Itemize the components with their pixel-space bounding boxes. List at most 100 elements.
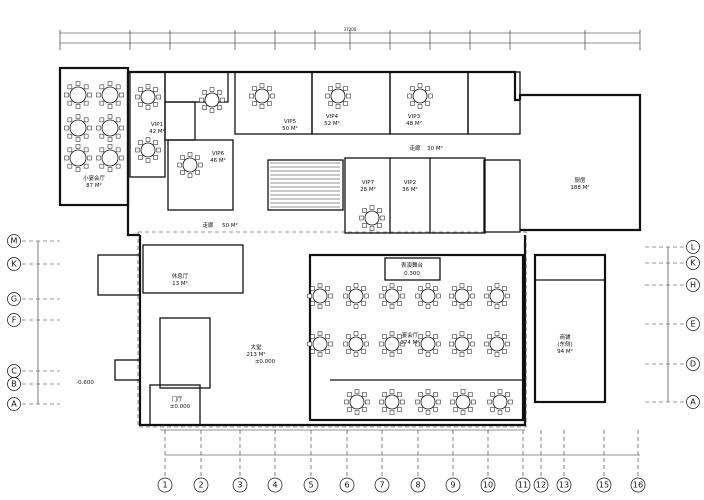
- chair: [362, 392, 367, 397]
- table-top: [69, 149, 87, 167]
- chair: [470, 341, 475, 347]
- table-top: [455, 394, 471, 410]
- chair: [343, 86, 348, 91]
- room-banquet-name: 宴会厅: [402, 331, 419, 339]
- table-top: [69, 119, 87, 137]
- chair: [354, 410, 360, 415]
- chair: [452, 334, 457, 339]
- axis-label-6: 6: [344, 481, 349, 490]
- room-vip1-name: VIP1: [151, 122, 163, 128]
- chair: [415, 399, 420, 405]
- round-table: [96, 114, 124, 142]
- chair: [96, 155, 101, 161]
- table-top: [204, 92, 220, 108]
- axis-label-B: B: [11, 380, 17, 389]
- chair: [369, 226, 375, 231]
- round-table: [135, 84, 161, 110]
- round-table: [343, 331, 369, 357]
- round-table: [325, 83, 351, 109]
- round-table: [415, 331, 441, 357]
- round-table: [379, 389, 405, 415]
- chair: [452, 286, 457, 291]
- room-vip6-name: VIP6: [212, 151, 225, 157]
- chair: [494, 304, 500, 309]
- room-corridor-upper-area: 30 M²: [427, 145, 443, 152]
- chair: [505, 407, 510, 412]
- chair: [75, 114, 81, 119]
- chair: [195, 170, 200, 175]
- round-table: [64, 114, 92, 142]
- chair: [75, 104, 81, 109]
- table-top: [140, 89, 156, 105]
- chair: [460, 389, 466, 394]
- chair: [433, 286, 438, 291]
- axis-label-7: 7: [379, 481, 384, 490]
- chair: [453, 392, 458, 397]
- chair: [425, 86, 430, 91]
- chair: [502, 286, 507, 291]
- chair: [410, 101, 415, 106]
- table-top: [420, 394, 436, 410]
- chair: [382, 392, 387, 397]
- chair: [198, 162, 203, 168]
- axis-label-8: 8: [415, 481, 420, 490]
- axis-bubble: [7, 397, 21, 411]
- axis-bubble: [515, 477, 531, 493]
- room-small-banquet-name: 小宴会厅: [83, 174, 106, 182]
- axis-bubble: [596, 477, 612, 493]
- chair: [487, 286, 492, 291]
- round-table: [343, 283, 369, 309]
- chair: [400, 293, 405, 299]
- axis-label-H: H: [690, 281, 696, 290]
- chair: [99, 84, 105, 90]
- chair: [75, 167, 81, 172]
- table-top: [101, 119, 119, 137]
- chair: [343, 293, 348, 299]
- room-stage-elevation: 0.300: [404, 271, 420, 277]
- chair: [452, 301, 457, 306]
- axis-bubble: [7, 234, 21, 248]
- round-table: [307, 283, 333, 309]
- chair: [418, 334, 423, 339]
- room-small-banquet-area: 87 M²: [86, 182, 102, 189]
- table-top: [412, 88, 428, 104]
- axis-label-15: 15: [599, 481, 609, 490]
- chair: [75, 137, 81, 142]
- chair: [328, 101, 333, 106]
- chair: [389, 283, 395, 288]
- chair: [494, 331, 500, 336]
- axis-bubble: [445, 477, 461, 493]
- chair: [347, 407, 352, 412]
- chair: [508, 399, 513, 405]
- chair: [502, 349, 507, 354]
- chair: [83, 100, 89, 106]
- chair: [497, 389, 503, 394]
- chair: [471, 399, 476, 405]
- chair: [67, 117, 73, 123]
- chair: [153, 102, 158, 107]
- chair: [310, 301, 315, 306]
- chair: [459, 331, 465, 336]
- room-lounge-area: 13 M²: [172, 280, 188, 287]
- table-top: [101, 149, 119, 167]
- walls: [58, 66, 642, 431]
- table-top: [349, 394, 365, 410]
- chair: [418, 407, 423, 412]
- chair: [433, 334, 438, 339]
- chair: [335, 104, 341, 109]
- chair: [325, 349, 330, 354]
- chair: [425, 283, 431, 288]
- table-top: [101, 86, 119, 104]
- round-table: [484, 331, 510, 357]
- chair: [220, 97, 225, 103]
- chair: [347, 392, 352, 397]
- chair: [87, 155, 92, 161]
- chair: [389, 352, 395, 357]
- table-top: [182, 157, 198, 173]
- chair: [343, 101, 348, 106]
- chair: [397, 301, 402, 306]
- chair: [135, 94, 140, 100]
- chair: [470, 293, 475, 299]
- room-kitchen-name: 厨房: [574, 176, 586, 184]
- table-top: [454, 336, 470, 352]
